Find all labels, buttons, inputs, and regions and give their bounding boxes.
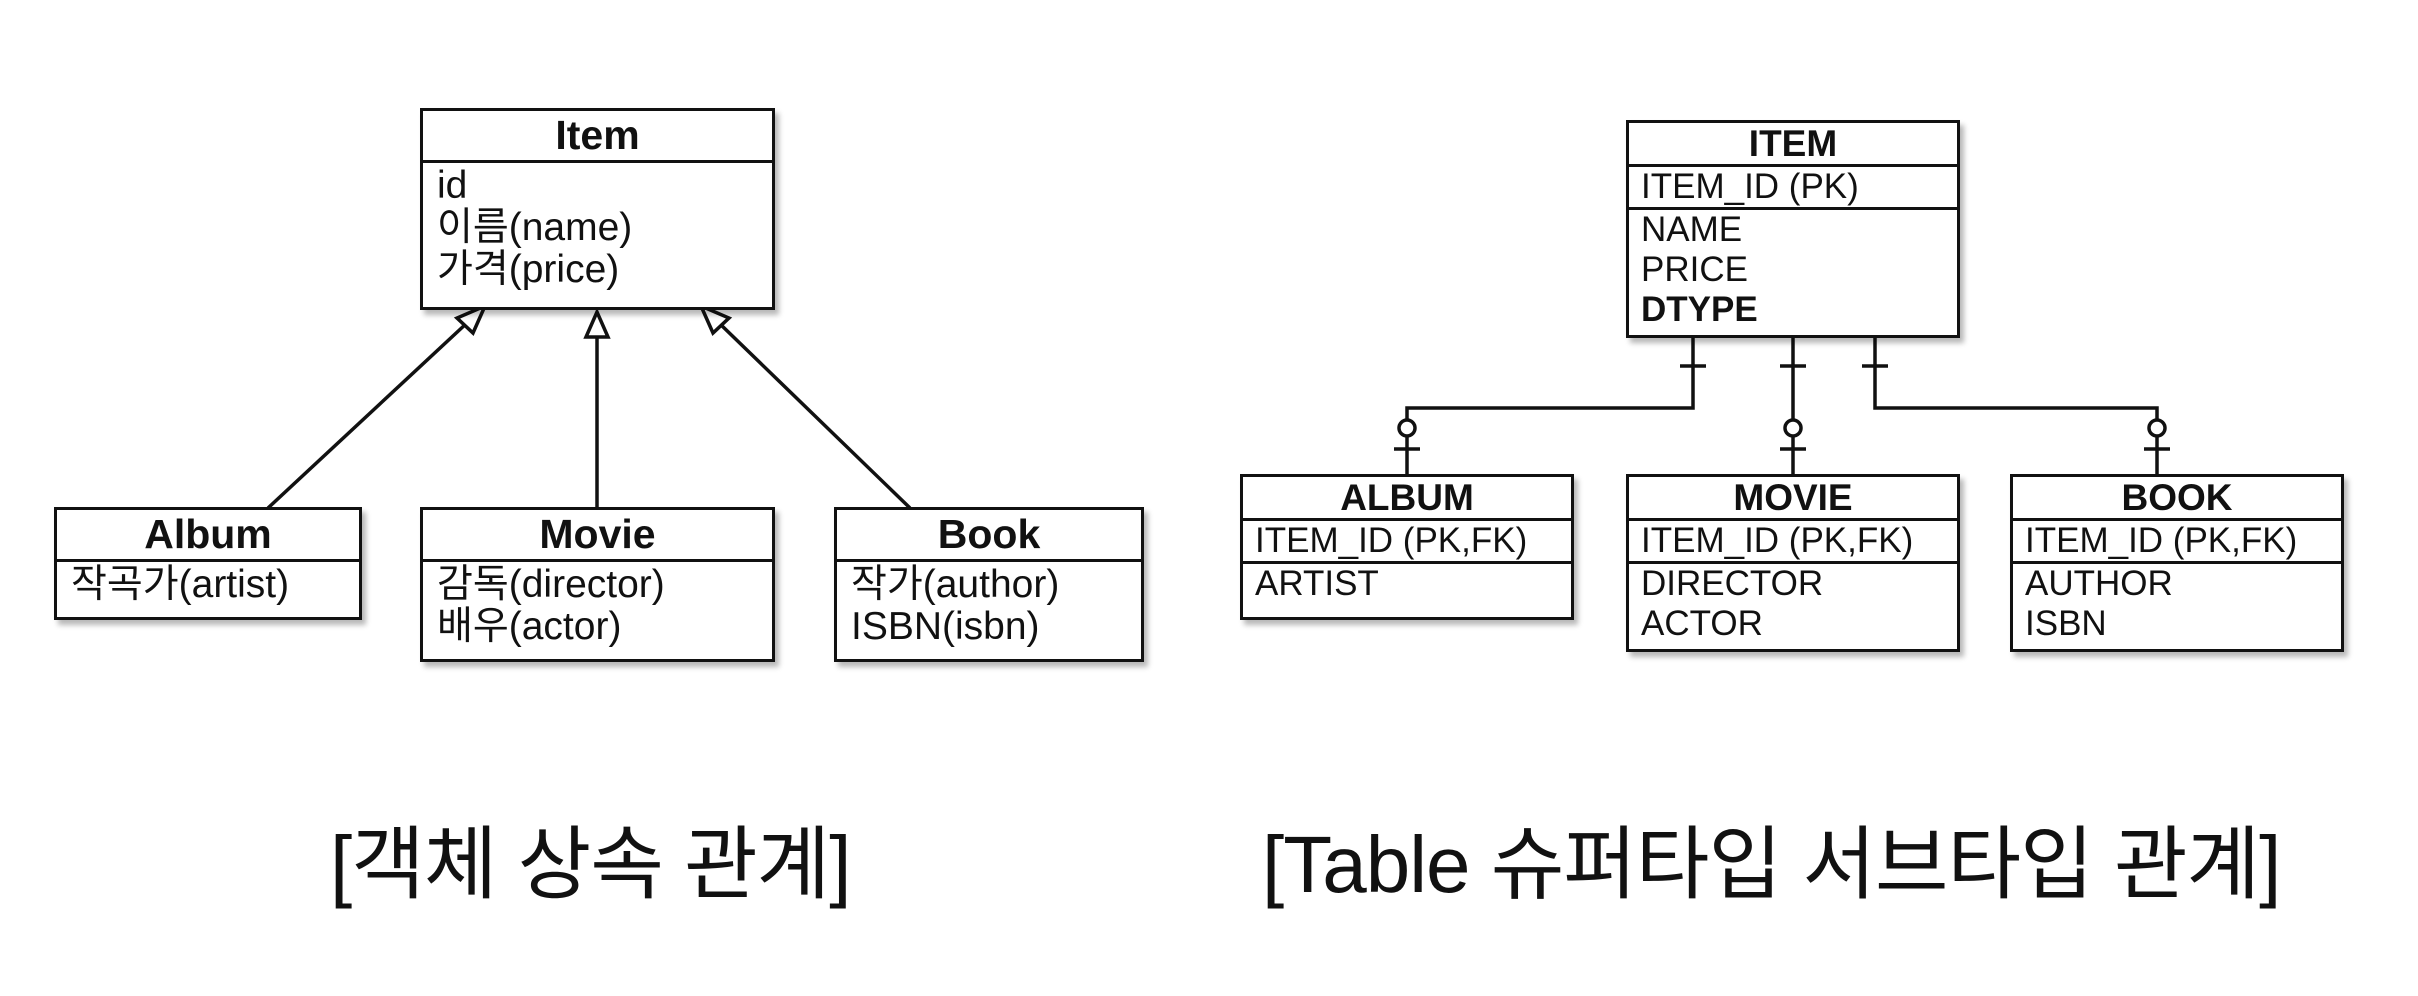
item-field-id: id <box>437 164 468 207</box>
book-table-box: BOOK ITEM_ID (PK,FK) AUTHOR ISBN <box>2010 474 2344 652</box>
movie-table-key: ITEM_ID (PK,FK) <box>1641 521 1914 560</box>
album-inherits-item-line <box>266 320 470 510</box>
item-class-box: Item id 이름(name) 가격(price) <box>420 108 775 310</box>
album-column-artist: ARTIST <box>1255 564 1379 603</box>
book-inherits-item-line <box>716 320 912 510</box>
item-book-relationship-line <box>1873 336 2159 420</box>
item-class-title: Item <box>423 111 772 163</box>
item-field-name: 이름(name) <box>437 206 633 250</box>
table-diagram-caption: [Table 슈퍼타입 서브타입 관계] <box>1262 820 2281 909</box>
item-column-name: NAME <box>1641 210 1743 249</box>
item-field-price: 가격(price) <box>437 248 620 292</box>
album-generalization-arrow <box>453 302 489 336</box>
book-table-key: ITEM_ID (PK,FK) <box>2025 521 2298 560</box>
book-zero-circle <box>2147 418 2167 438</box>
movie-table-box: MOVIE ITEM_ID (PK,FK) DIRECTOR ACTOR <box>1626 474 1960 652</box>
item-table-key: ITEM_ID (PK) <box>1641 167 1859 206</box>
album-table-box: ALBUM ITEM_ID (PK,FK) ARTIST <box>1240 474 1574 620</box>
movie-column-director: DIRECTOR <box>1641 564 1824 603</box>
book-field-author: 작가(author) <box>851 563 1060 606</box>
movie-zero-circle <box>1783 418 1803 438</box>
movie-field-actor: 배우(actor) <box>437 605 622 649</box>
album-field-artist: 작곡가(artist) <box>71 563 290 606</box>
movie-class-title: Movie <box>423 510 772 562</box>
book-table-title: BOOK <box>2013 477 2341 521</box>
book-class-box: Book 작가(author) ISBN(isbn) <box>834 507 1144 662</box>
class-diagram-caption: [객체 상속 관계] <box>330 820 852 909</box>
movie-field-director: 감독(director) <box>437 563 665 606</box>
movie-generalization-arrow <box>583 307 611 339</box>
album-class-box: Album 작곡가(artist) <box>54 507 362 620</box>
book-class-title: Book <box>837 510 1141 562</box>
album-table-title: ALBUM <box>1243 477 1571 521</box>
movie-class-box: Movie 감독(director) 배우(actor) <box>420 507 775 662</box>
album-class-title: Album <box>57 510 359 562</box>
book-field-isbn: ISBN(isbn) <box>851 605 1040 649</box>
album-zero-circle <box>1397 418 1417 438</box>
item-column-dtype: DTYPE <box>1641 290 1758 329</box>
book-generalization-arrow <box>697 302 733 336</box>
movie-table-title: MOVIE <box>1629 477 1957 521</box>
item-table-title: ITEM <box>1629 123 1957 167</box>
item-album-relationship-line <box>1405 336 1695 420</box>
movie-column-actor: ACTOR <box>1641 604 1763 643</box>
book-column-author: AUTHOR <box>2025 564 2173 603</box>
album-table-key: ITEM_ID (PK,FK) <box>1255 521 1528 560</box>
book-column-isbn: ISBN <box>2025 604 2107 643</box>
item-table-box: ITEM ITEM_ID (PK) NAME PRICE DTYPE <box>1626 120 1960 338</box>
item-column-price: PRICE <box>1641 250 1748 289</box>
